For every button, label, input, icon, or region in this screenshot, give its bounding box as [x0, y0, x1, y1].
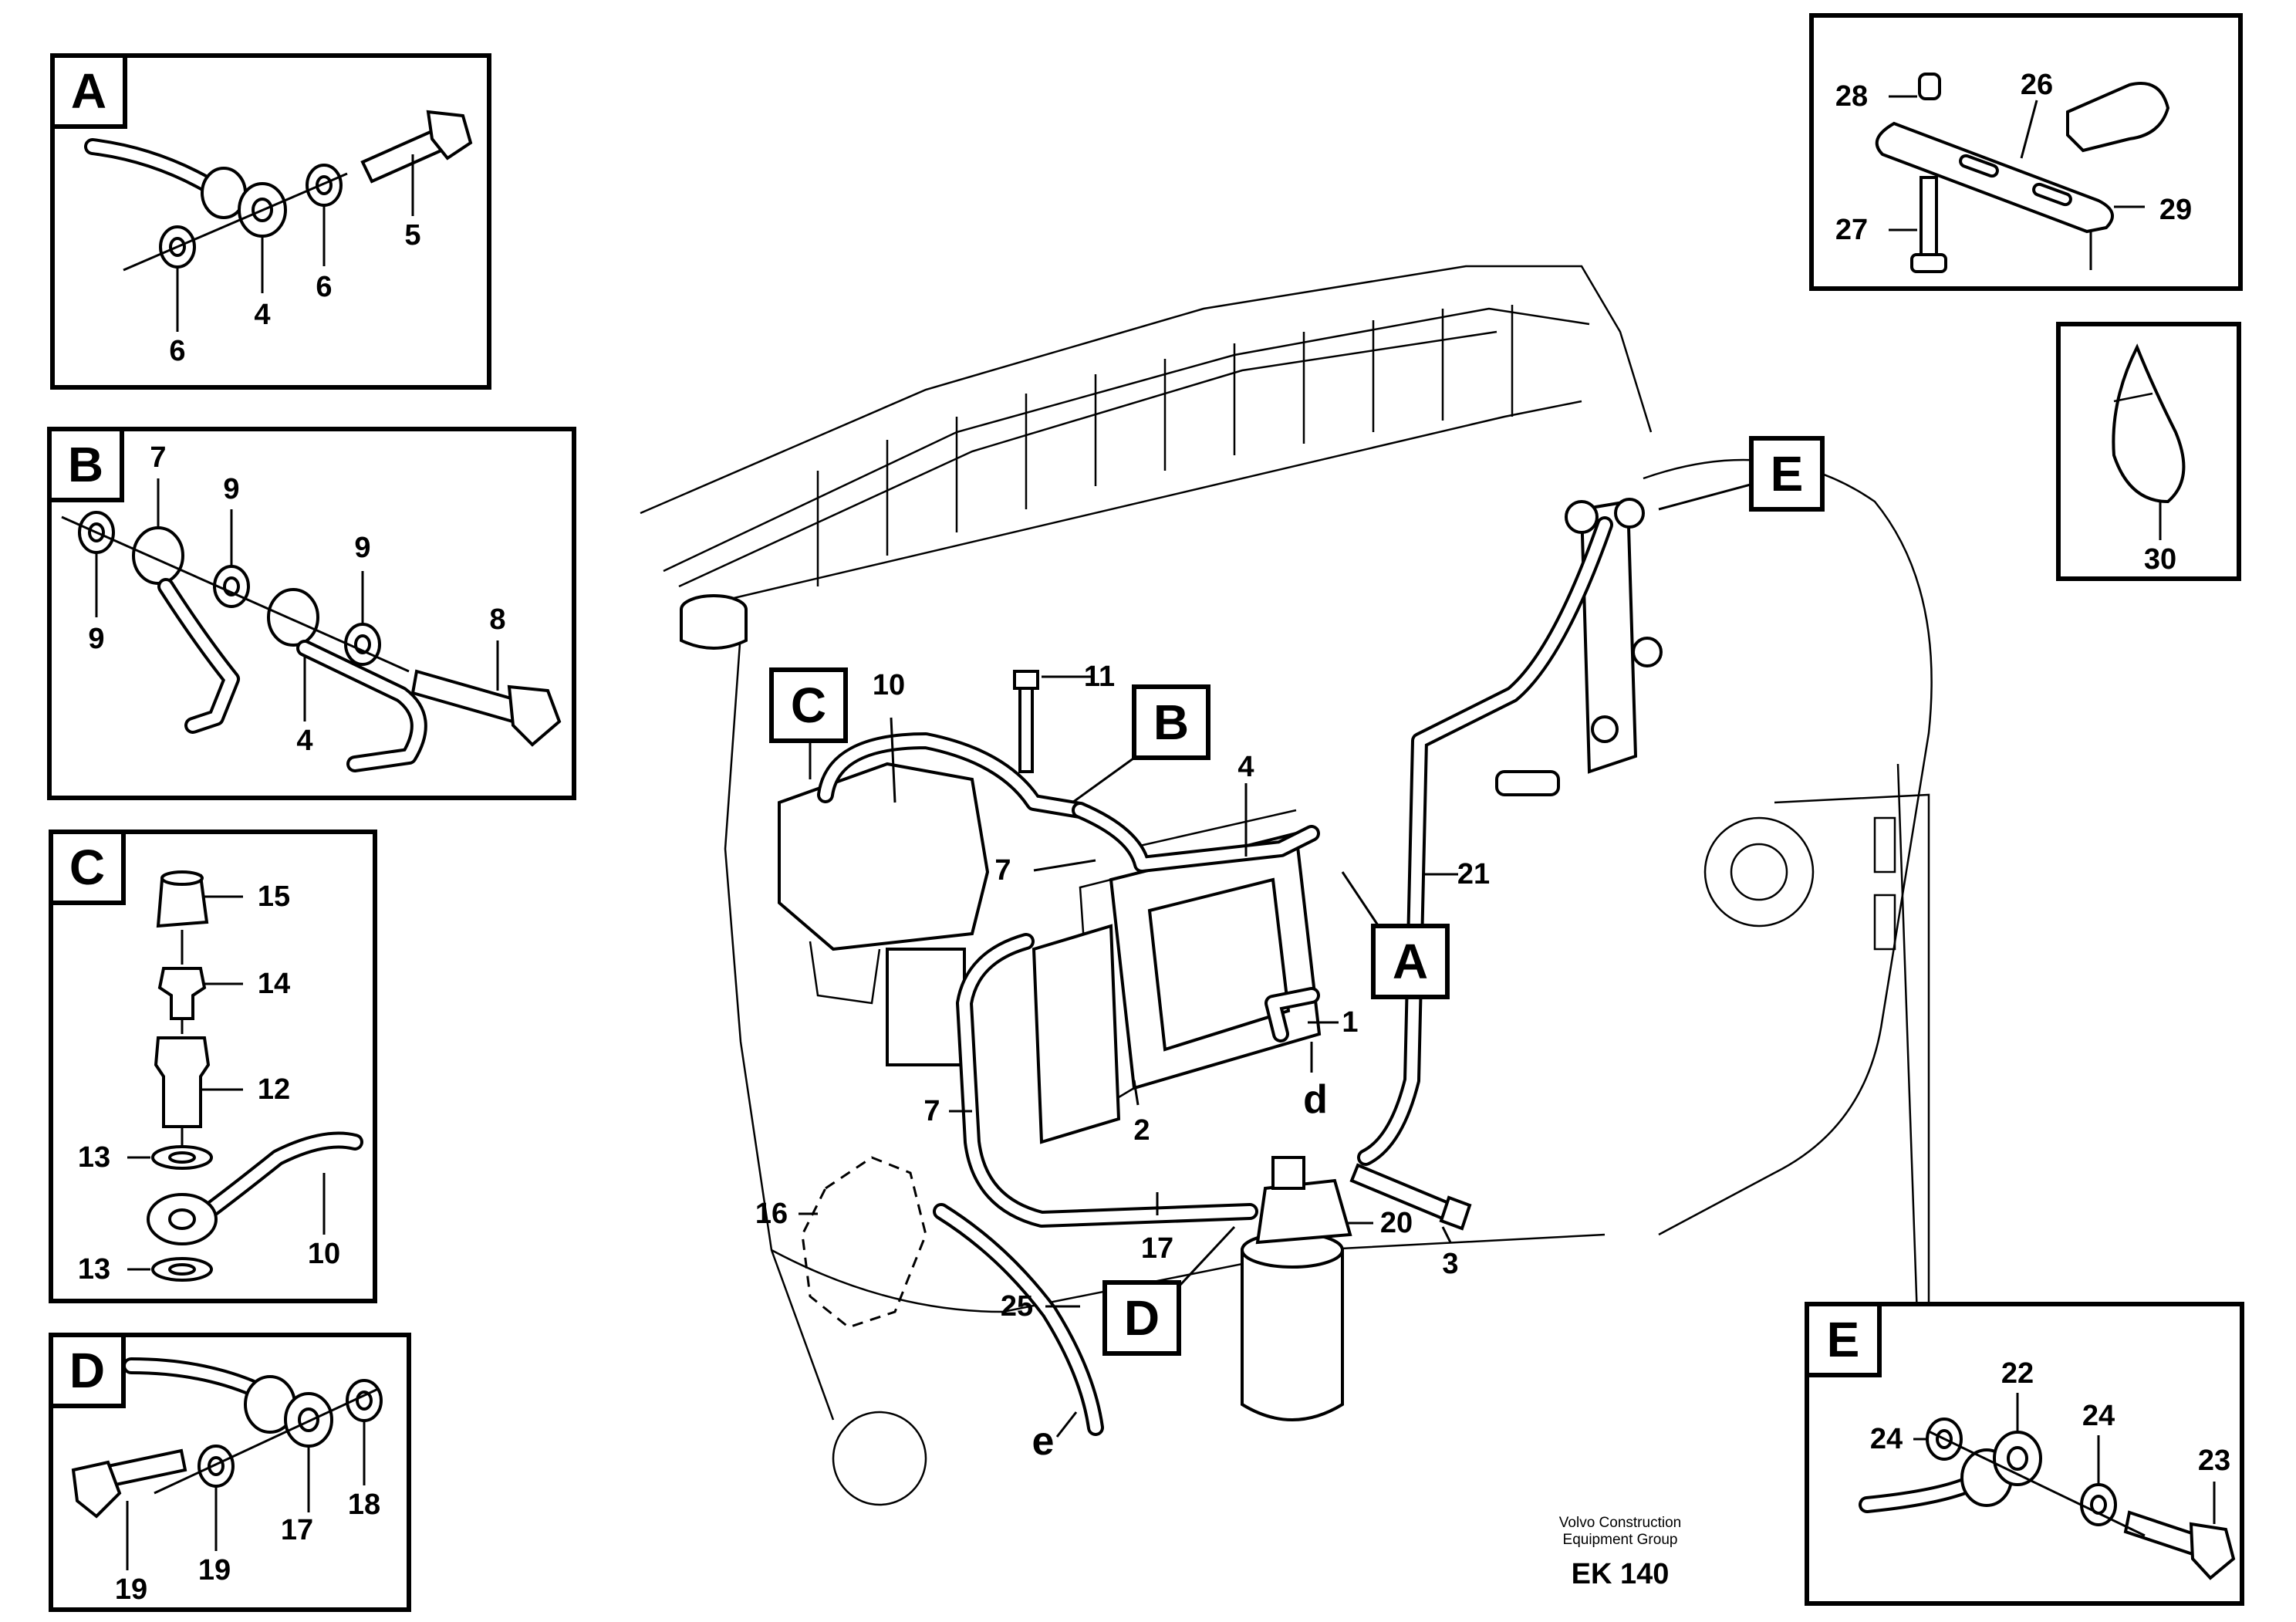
- inset-B-label-4: 4: [296, 725, 312, 757]
- footer-company-line1: Volvo Construction: [1558, 1515, 1682, 1531]
- label-25: 25: [1001, 1290, 1033, 1323]
- inset-B-label-7: 7: [150, 441, 166, 474]
- engine-illustration: [640, 265, 2207, 1506]
- inset-D-label-19-b: 19: [198, 1554, 231, 1587]
- callout-C-label: C: [791, 678, 826, 733]
- label-7-upper: 7: [994, 854, 1011, 887]
- inset-E-label-24-a: 24: [1870, 1423, 1903, 1455]
- inset-B-tag: B: [68, 437, 103, 492]
- inset-B-label-9-c: 9: [354, 532, 370, 564]
- inset-C-label-13-a: 13: [78, 1141, 110, 1174]
- inset-A-label-6-b: 6: [316, 271, 332, 303]
- inset-C-tag: C: [69, 840, 105, 895]
- tie-label-30: 30: [2144, 543, 2176, 576]
- inset-D-label-17: 17: [281, 1514, 313, 1546]
- footer-diagram-code: EK 140: [1571, 1558, 1670, 1590]
- callout-B-label: B: [1153, 694, 1189, 750]
- footer-company-line2: Equipment Group: [1562, 1532, 1678, 1548]
- inset-E-label-22: 22: [2001, 1357, 2034, 1390]
- inset-B-label-9-a: 9: [88, 623, 104, 655]
- callout-A-label: A: [1393, 934, 1428, 989]
- callout-tag-B: [1132, 684, 1210, 760]
- label-3: 3: [1442, 1248, 1458, 1280]
- inset-C-label-14: 14: [258, 968, 290, 1000]
- inset-C: C 15 14 12 13 13 10: [49, 830, 377, 1303]
- inset-E-tag: E: [1827, 1312, 1860, 1367]
- bracket-label-27: 27: [1835, 214, 1868, 246]
- label-17: 17: [1141, 1232, 1173, 1265]
- callout-D-label: D: [1124, 1290, 1160, 1346]
- inset-C-label-15: 15: [258, 880, 290, 913]
- label-1: 1: [1342, 1006, 1358, 1039]
- bracket-label-29: 29: [2159, 194, 2192, 226]
- inset-A-label-4: 4: [254, 299, 270, 331]
- inset-E: E 24 22 24 23: [1805, 1302, 2244, 1606]
- label-20: 20: [1380, 1207, 1413, 1239]
- inset-A: A 6 4 6 5: [50, 53, 491, 390]
- callout-tag-A: [1371, 924, 1450, 999]
- callout-tag-D: [1102, 1280, 1181, 1356]
- inset-B-label-8: 8: [489, 603, 505, 636]
- inset-D-tag: D: [69, 1343, 105, 1398]
- inset-E-label-24-b: 24: [2082, 1400, 2115, 1432]
- inset-B: B 7 9 9 9 4 8: [47, 427, 576, 800]
- inset-A-label-6-a: 6: [169, 335, 185, 367]
- callout-E-label: E: [1771, 446, 1804, 502]
- inset-C-label-10: 10: [308, 1238, 340, 1270]
- label-2: 2: [1133, 1114, 1150, 1147]
- bracket-label-28: 28: [1835, 80, 1868, 113]
- label-7-lower: 7: [923, 1095, 940, 1127]
- label-4: 4: [1237, 751, 1254, 783]
- main-callouts: C B E A D 10 11 4 7 21 1 d 7 2 20 16 17 …: [755, 436, 1825, 1464]
- inset-bracket: 28 26 27 29: [1809, 13, 2243, 291]
- label-10: 10: [873, 669, 905, 701]
- inset-A-tag: A: [71, 63, 106, 119]
- inset-D-label-19-a: 19: [115, 1573, 147, 1606]
- inset-B-label-9-b: 9: [223, 473, 239, 505]
- label-11: 11: [1084, 661, 1115, 693]
- inset-D-label-18: 18: [348, 1489, 380, 1521]
- bracket-label-26: 26: [2021, 69, 2053, 101]
- callout-tag-C: [769, 667, 848, 743]
- inset-E-label-23: 23: [2198, 1445, 2230, 1477]
- inset-C-label-13-b: 13: [78, 1253, 110, 1286]
- label-16: 16: [755, 1198, 788, 1230]
- inset-D: D 19 17 19 18: [49, 1333, 411, 1612]
- inset-cable-tie: 30: [2056, 322, 2241, 581]
- inset-C-label-12: 12: [258, 1073, 290, 1106]
- hose-routing: [817, 516, 1613, 1436]
- label-e: e: [1032, 1419, 1055, 1464]
- label-21: 21: [1457, 858, 1490, 890]
- label-d: d: [1303, 1077, 1328, 1122]
- inset-A-label-5: 5: [404, 219, 420, 252]
- callout-tag-E: [1749, 436, 1825, 512]
